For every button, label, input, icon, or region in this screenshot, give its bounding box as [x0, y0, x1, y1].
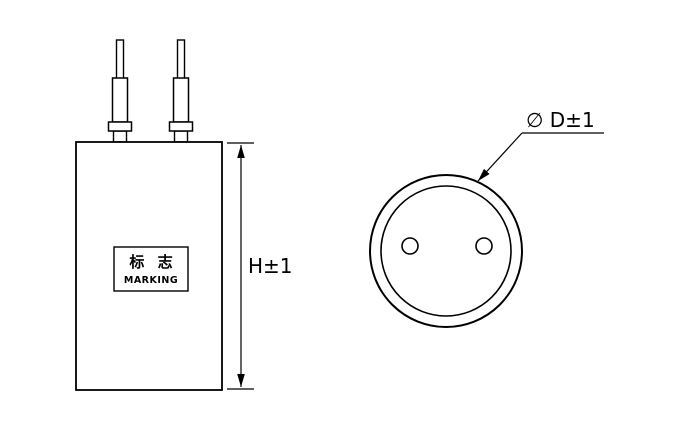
terminal-left-wire	[115, 39, 125, 81]
terminal-right-flange	[168, 121, 194, 132]
terminal-right-wire	[176, 39, 186, 81]
top-view	[369, 174, 523, 328]
terminal-left-pin	[111, 77, 129, 123]
terminal-left-flange	[107, 121, 133, 132]
marking-label-en: MARKING	[124, 275, 178, 286]
terminal-hole-left	[401, 237, 419, 255]
height-dimension-label: H±1	[248, 254, 293, 278]
terminal-right-neck	[173, 130, 189, 143]
marking-label-box	[113, 246, 189, 292]
top-view-inner-circle	[380, 185, 512, 317]
terminal-right	[168, 39, 194, 143]
terminal-left	[107, 39, 133, 143]
diameter-dimension: ∅ D±1	[477, 108, 604, 182]
diameter-leader-line	[477, 132, 523, 182]
terminal-left-neck	[112, 130, 128, 143]
height-dimension: H±1	[227, 142, 293, 390]
marking-label: 标 志 MARKING	[113, 246, 189, 292]
terminal-hole-right	[475, 237, 493, 255]
terminal-right-pin	[172, 77, 190, 123]
top-view-outer-circle	[369, 174, 523, 328]
diameter-dimension-label: ∅ D±1	[526, 108, 595, 132]
marking-label-cn: 标 志	[128, 253, 176, 271]
